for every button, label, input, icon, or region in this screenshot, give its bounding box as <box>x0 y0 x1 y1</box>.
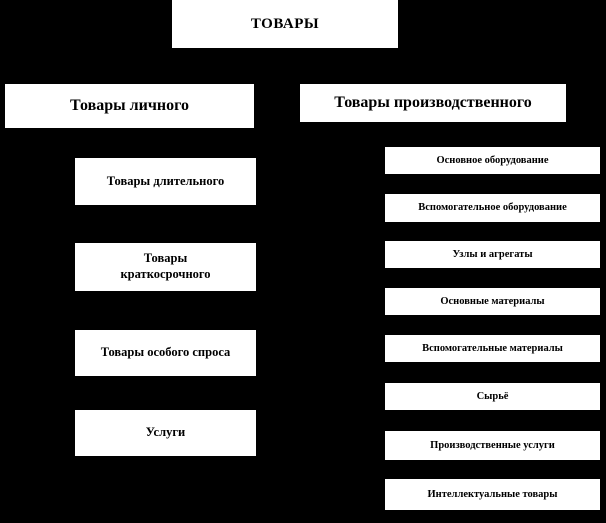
node-main-equipment: Основное оборудование <box>385 147 600 174</box>
node-services: Услуги <box>75 410 256 456</box>
node-production-services: Производственные услуги <box>385 431 600 460</box>
node-units-assemblies-label: Узлы и агрегаты <box>452 248 533 260</box>
node-durable-goods-label: Товары длительного <box>106 173 225 188</box>
node-personal-goods-label: Товары личного <box>70 97 189 114</box>
node-industrial-goods-label: Товары производственного <box>334 94 532 111</box>
node-main-equipment-label: Основное оборудование <box>436 154 549 166</box>
node-intellectual-goods-label: Интеллектуальные товары <box>427 488 558 500</box>
node-durable-goods: Товары длительного <box>75 158 256 205</box>
node-industrial-goods: Товары производственного <box>300 84 566 122</box>
node-auxiliary-materials-label: Вспомогательные материалы <box>422 342 563 354</box>
node-raw-materials: Сырьё <box>385 383 600 410</box>
node-auxiliary-materials: Вспомогательные материалы <box>385 335 600 362</box>
node-goods-root: ТОВАРЫ <box>172 0 398 48</box>
node-production-services-label: Производственные услуги <box>430 439 555 451</box>
node-specialty-goods-label: Товары особого спроса <box>100 345 231 360</box>
node-main-materials: Основные материалы <box>385 288 600 315</box>
node-main-materials-label: Основные материалы <box>440 295 545 307</box>
node-auxiliary-equipment-label: Вспомогательное оборудование <box>418 202 567 214</box>
node-intellectual-goods: Интеллектуальные товары <box>385 479 600 510</box>
node-units-assemblies: Узлы и агрегаты <box>385 241 600 268</box>
node-specialty-goods: Товары особого спроса <box>75 330 256 376</box>
node-services-label: Услуги <box>145 425 186 440</box>
node-raw-materials-label: Сырьё <box>476 390 509 402</box>
node-auxiliary-equipment: Вспомогательное оборудование <box>385 194 600 222</box>
node-shortterm-goods: Товары краткосрочного <box>75 243 256 291</box>
node-shortterm-goods-label: Товары краткосрочного <box>120 251 211 281</box>
node-goods-root-label: ТОВАРЫ <box>250 15 320 32</box>
node-personal-goods: Товары личного <box>5 84 254 128</box>
